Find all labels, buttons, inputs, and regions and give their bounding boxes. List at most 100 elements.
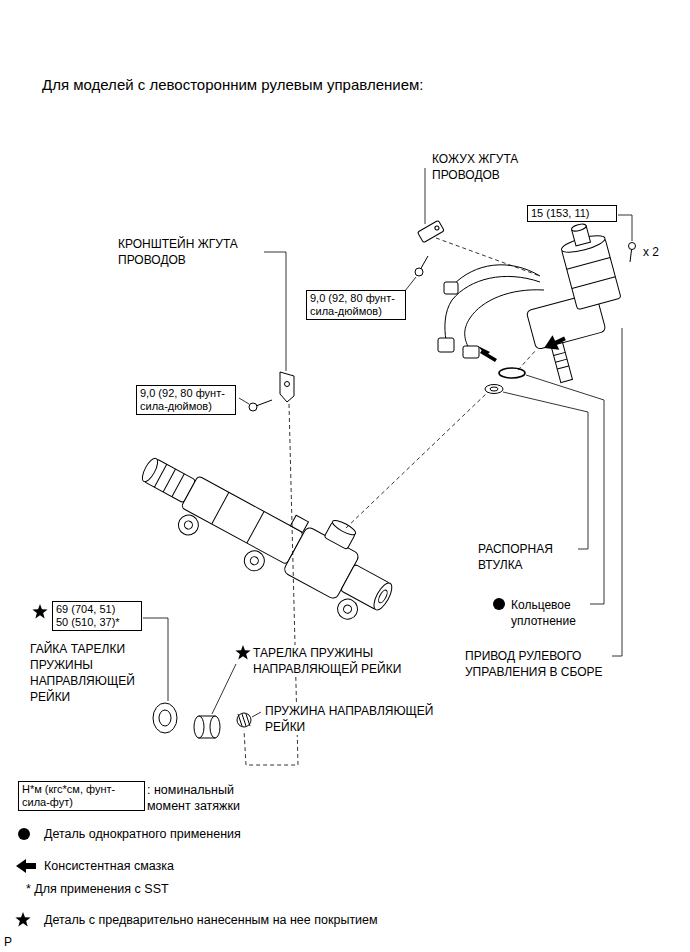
bolt xyxy=(629,243,636,263)
part-label: P xyxy=(4,934,12,950)
wire-connector xyxy=(444,282,458,294)
wire-harness-cover xyxy=(434,225,439,230)
steering-rack xyxy=(212,492,229,524)
legend-entry: Деталь однократного применения xyxy=(44,826,241,842)
bolt xyxy=(249,400,272,411)
legend-entry: * Для применения с SST xyxy=(26,881,169,897)
steering-actuator xyxy=(555,359,567,362)
rack-guide-spring xyxy=(238,714,250,726)
torque-box: 69 (704, 51)50 (510, 37)* xyxy=(52,601,142,631)
steering-rack xyxy=(181,476,304,565)
legend-entry: : номинальный момент затяжки xyxy=(147,782,257,814)
wire-harness xyxy=(445,276,540,340)
part-label: КРОНШТЕЙН ЖГУТА ПРОВОДОВ xyxy=(118,236,260,268)
legend-entry: Консистентная смазка xyxy=(44,858,174,874)
grease-arrow xyxy=(541,331,569,355)
legend-text: Консистентная смазка xyxy=(44,859,174,873)
spacer-hole xyxy=(490,387,498,391)
leader-line xyxy=(239,398,249,404)
steering-actuator xyxy=(554,352,566,355)
legend-text: Деталь однократного применения xyxy=(44,827,241,841)
part-label: ПРИВОД РУЛЕВОГО УПРАВЛЕНИЯ В СБОРЕ xyxy=(465,648,610,680)
torque-box: 9,0 (92, 80 фунт-сила-дюймов) xyxy=(306,290,406,320)
legend-text: * Для применения с SST xyxy=(26,882,169,896)
assembly-line xyxy=(436,238,540,276)
rack-guide-spring xyxy=(237,713,251,727)
part-label: ТАРЕЛКА ПРУЖИНЫ НАПРАВЛЯЮЩЕЙ РЕЙКИ xyxy=(253,645,431,677)
torque-value: 9,0 (92, 80 фунт-сила-дюймов) xyxy=(140,387,232,413)
wire-harness xyxy=(465,290,544,350)
wire-connector xyxy=(438,338,454,352)
steering-rack xyxy=(163,469,175,492)
bracket-hole xyxy=(285,382,290,387)
diagram-title: Для моделей с левосторонним рулевым упра… xyxy=(42,76,424,94)
precoated-star xyxy=(235,645,250,659)
leader-line xyxy=(425,168,426,224)
steering-rack xyxy=(139,456,160,484)
part-label: Кольцевое уплотнение xyxy=(511,597,589,629)
steering-rack xyxy=(172,474,184,497)
steering-rack xyxy=(342,604,353,615)
torque-value: 50 (510, 37)* xyxy=(56,616,138,629)
torque-box: 15 (153, 11) xyxy=(527,205,617,222)
legend-entry: Деталь с предварительно нанесенным на не… xyxy=(44,912,378,928)
torque-value: 69 (704, 51) xyxy=(56,603,138,616)
steering-rack xyxy=(377,589,389,604)
rack-guide-nut-hole xyxy=(159,710,171,726)
wire-harness-bracket xyxy=(280,372,294,402)
wire-harness-cover xyxy=(417,220,444,242)
bolt xyxy=(415,256,428,276)
bolt xyxy=(415,268,423,276)
leader-line xyxy=(212,664,236,714)
leader-line xyxy=(503,392,588,549)
part-label: x 2 xyxy=(643,244,659,260)
leader-line xyxy=(252,712,261,717)
wire-harness-cover xyxy=(417,220,444,242)
leader-line xyxy=(612,328,622,656)
non-reusable-dot xyxy=(18,828,30,840)
leader-line xyxy=(264,252,286,371)
part-label: ГАЙКА ТАРЕЛКИ ПРУЖИНЫ НАПРАВЛЯЮЩЕЙ РЕЙКИ xyxy=(30,641,155,705)
part-label: КОЖУХ ЖГУТА ПРОВОДОВ xyxy=(432,151,537,183)
steering-rack xyxy=(241,547,268,574)
legend-text: Деталь с предварительно нанесенным на не… xyxy=(44,913,378,927)
steering-rack xyxy=(290,515,308,532)
legend-text: : номинальный момент затяжки xyxy=(147,783,240,813)
steering-actuator xyxy=(557,366,569,369)
steering-actuator xyxy=(508,219,638,387)
grease-arrow xyxy=(478,331,568,362)
steering-rack xyxy=(127,427,411,634)
bolt xyxy=(420,256,428,270)
rack-guide-plate xyxy=(210,716,220,738)
o-ring xyxy=(499,368,525,378)
bolt xyxy=(629,243,636,250)
steering-actuator xyxy=(567,257,610,269)
torque-value: 9,0 (92, 80 фунт-сила-дюймов) xyxy=(310,292,402,318)
wire-connector xyxy=(463,346,479,358)
steering-rack xyxy=(154,464,166,487)
rack-guide-nut xyxy=(153,703,177,733)
bolt xyxy=(256,400,272,406)
steering-actuator xyxy=(572,277,615,289)
assembly-line xyxy=(244,238,540,765)
non-reusable-dot xyxy=(493,598,505,610)
precoated-star xyxy=(15,912,30,926)
rack-guide-plate xyxy=(194,716,220,738)
torque-box: Н*м (кгс*см, фунт-сила-фут) xyxy=(18,781,145,811)
grease-arrow-symbol xyxy=(16,859,36,873)
precoated-star xyxy=(32,604,47,618)
part-label: ПРУЖИНА НАПРАВЛЯЮЩЕЙ РЕЙКИ xyxy=(265,703,465,735)
leader-line xyxy=(618,215,632,241)
assembly-line xyxy=(346,392,488,528)
grease-arrow xyxy=(478,346,497,362)
steering-actuator xyxy=(571,223,587,233)
wire-harness xyxy=(452,265,540,286)
bolt xyxy=(249,403,257,411)
torque-value: Н*м (кгс*см, фунт-сила-фут) xyxy=(22,783,141,809)
rack-guide-spring xyxy=(237,713,251,727)
illustration xyxy=(127,219,639,738)
wire-harness xyxy=(445,265,544,350)
steering-rack xyxy=(249,555,260,566)
part-label: РАСПОРНАЯ ВТУЛКА xyxy=(478,541,578,573)
